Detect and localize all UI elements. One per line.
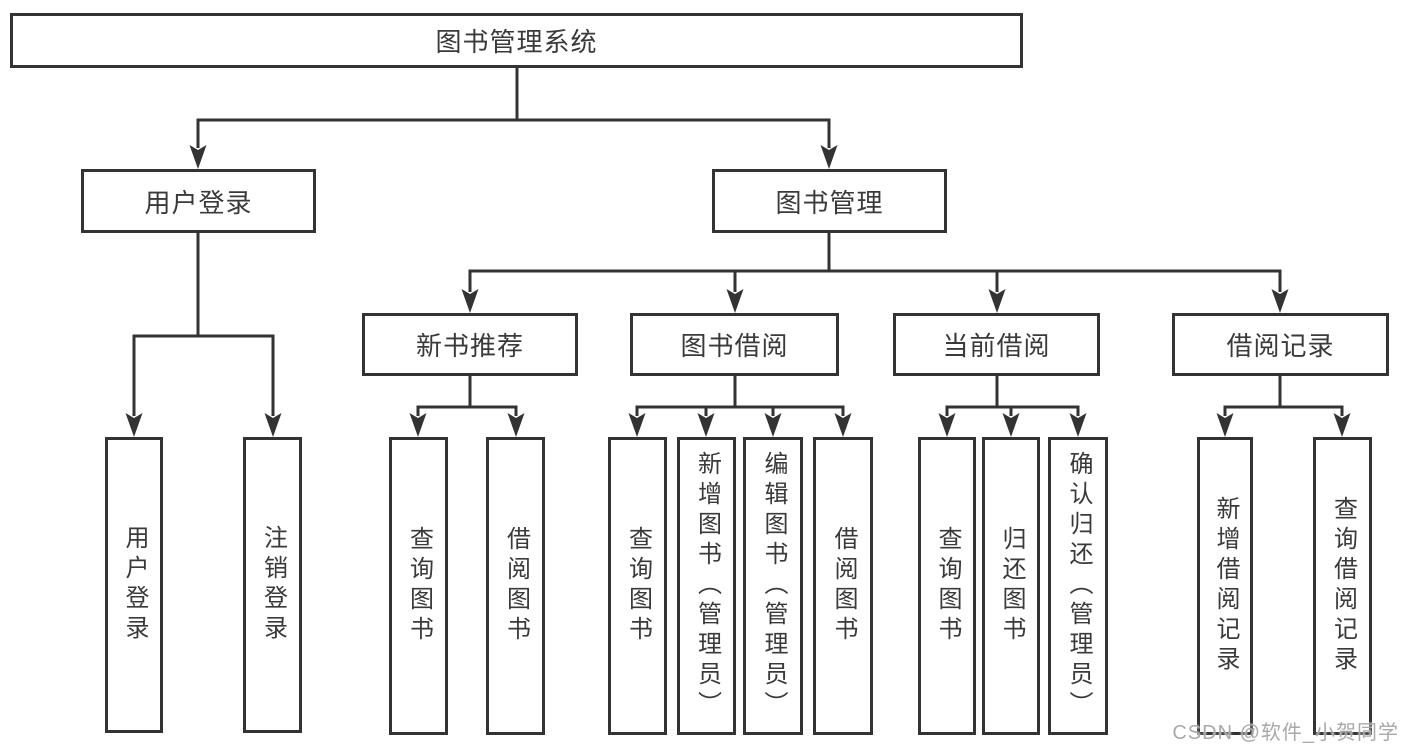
node-label: 图书管理系统: [435, 27, 598, 57]
node-leaf-edit-book-admin: 编辑图书（管理员）: [743, 437, 803, 735]
node-label: 查询图书: [624, 526, 652, 646]
node-leaf-query-book-1: 查询图书: [389, 437, 448, 735]
connector-current-borrow-branch: [945, 376, 1080, 416]
arrowhead-icon: [628, 413, 646, 437]
arrowhead-icon: [461, 289, 479, 313]
node-label: 查询图书: [934, 526, 961, 646]
node-borrow-records: 借阅记录: [1172, 313, 1389, 376]
arrowhead-icon: [409, 413, 427, 437]
node-label: 编辑图书（管理员）: [760, 451, 787, 721]
csdn-watermark: CSDN @软件_小贺同学: [1172, 722, 1399, 744]
arrowhead-icon: [764, 413, 782, 437]
arrowhead-icon: [697, 413, 715, 437]
arrowhead-icon: [726, 289, 744, 313]
node-label: 借阅图书: [830, 526, 857, 646]
node-label: 图书借阅: [680, 331, 789, 361]
connector-borrow-records-branch: [1223, 376, 1344, 416]
node-label: 当前借阅: [942, 331, 1051, 361]
arrowhead-icon: [1069, 413, 1087, 437]
node-leaf-borrow-book-2: 借阅图书: [813, 437, 873, 735]
node-label: 图书管理: [775, 187, 884, 218]
node-label: 新书推荐: [415, 331, 524, 361]
node-label: 新增图书（管理员）: [693, 451, 721, 721]
node-leaf-confirm-return-admin: 确认归还（管理员）: [1048, 437, 1108, 735]
arrowhead-icon: [189, 145, 207, 169]
node-leaf-add-book-admin: 新增图书（管理员）: [677, 437, 736, 735]
arrowhead-icon: [264, 413, 282, 437]
node-user-login: 用户登录: [81, 169, 316, 233]
node-label: 借阅图书: [502, 526, 530, 646]
arrowhead-icon: [938, 413, 956, 437]
node-label: 用户登录: [144, 187, 253, 218]
node-label: 新增借阅记录: [1212, 496, 1239, 676]
node-label: 借阅记录: [1226, 331, 1335, 361]
connector-book-borrow-branch: [635, 376, 845, 416]
arrowhead-icon: [988, 289, 1006, 313]
node-leaf-query-borrow-record: 查询借阅记录: [1313, 437, 1372, 735]
arrowhead-icon: [820, 145, 838, 169]
node-label: 查询图书: [405, 526, 433, 646]
node-book-borrow: 图书借阅: [630, 313, 839, 376]
node-label: 注销登录: [259, 525, 287, 645]
node-label: 确认归还（管理员）: [1065, 451, 1092, 721]
arrowhead-icon: [1333, 413, 1351, 437]
arrowhead-icon: [507, 413, 525, 437]
node-current-borrow: 当前借阅: [893, 313, 1100, 376]
node-leaf-borrow-book-1: 借阅图书: [486, 437, 545, 735]
node-leaf-query-book-3: 查询图书: [918, 437, 976, 735]
connector-book-management-branch: [468, 233, 1282, 292]
node-leaf-logout: 注销登录: [243, 437, 302, 733]
node-library-management-system: 图书管理系统: [10, 13, 1023, 68]
node-leaf-add-borrow-record: 新增借阅记录: [1197, 437, 1253, 735]
connector-new-book-branch: [416, 376, 518, 416]
node-leaf-query-book-2: 查询图书: [608, 437, 667, 735]
arrowhead-icon: [834, 413, 852, 437]
node-leaf-return-book: 归还图书: [982, 437, 1040, 735]
node-label: 用户登录: [121, 525, 148, 645]
node-new-book-recommend: 新书推荐: [362, 313, 578, 376]
arrowhead-icon: [1271, 289, 1289, 313]
arrowhead-icon: [1002, 413, 1020, 437]
node-label: 归还图书: [998, 526, 1025, 646]
arrowhead-icon: [125, 413, 143, 437]
connector-root-to-level2: [196, 68, 831, 148]
node-book-management: 图书管理: [712, 169, 947, 233]
node-label: 查询借阅记录: [1329, 496, 1357, 676]
arrowhead-icon: [1216, 413, 1234, 437]
node-leaf-user-login: 用户登录: [105, 437, 163, 733]
connector-user-login-branch: [132, 233, 275, 416]
